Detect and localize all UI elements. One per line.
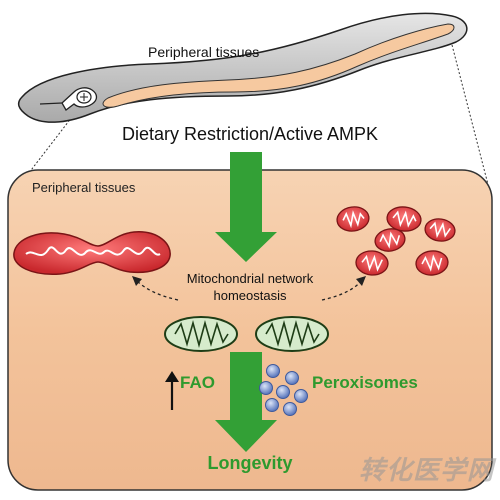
intervention-label: Dietary Restriction/Active AMPK	[121, 124, 379, 144]
watermark: 转化医学网	[358, 455, 494, 485]
worm-icon	[17, 12, 468, 123]
network-line-1: Mitochondrial network	[186, 271, 314, 286]
network-homeostasis-label: Mitochondrial network homeostasis	[150, 270, 350, 304]
peroxisomes-label: Peroxisomes	[312, 373, 418, 392]
arrowhead-right	[356, 276, 366, 286]
fused-mitochondria-icon	[13, 231, 171, 275]
worm-tissue-label: Peripheral tissues	[148, 44, 260, 60]
tissue-box-label: Peripheral tissues	[32, 180, 136, 195]
fragmented-mitochondria-icon	[336, 206, 456, 276]
zoom-lines	[7, 44, 493, 201]
network-line-2: homeostasis	[213, 288, 287, 303]
peroxisome-icon	[259, 364, 308, 416]
up-arrow-icon	[165, 371, 179, 410]
arrowhead-left	[132, 276, 142, 286]
green-mitochondria-icon	[164, 316, 329, 352]
down-arrow-icon	[215, 152, 277, 262]
fao-label: FAO	[180, 373, 215, 392]
down-arrow-icon	[215, 352, 277, 452]
longevity-label: Longevity	[207, 453, 293, 473]
